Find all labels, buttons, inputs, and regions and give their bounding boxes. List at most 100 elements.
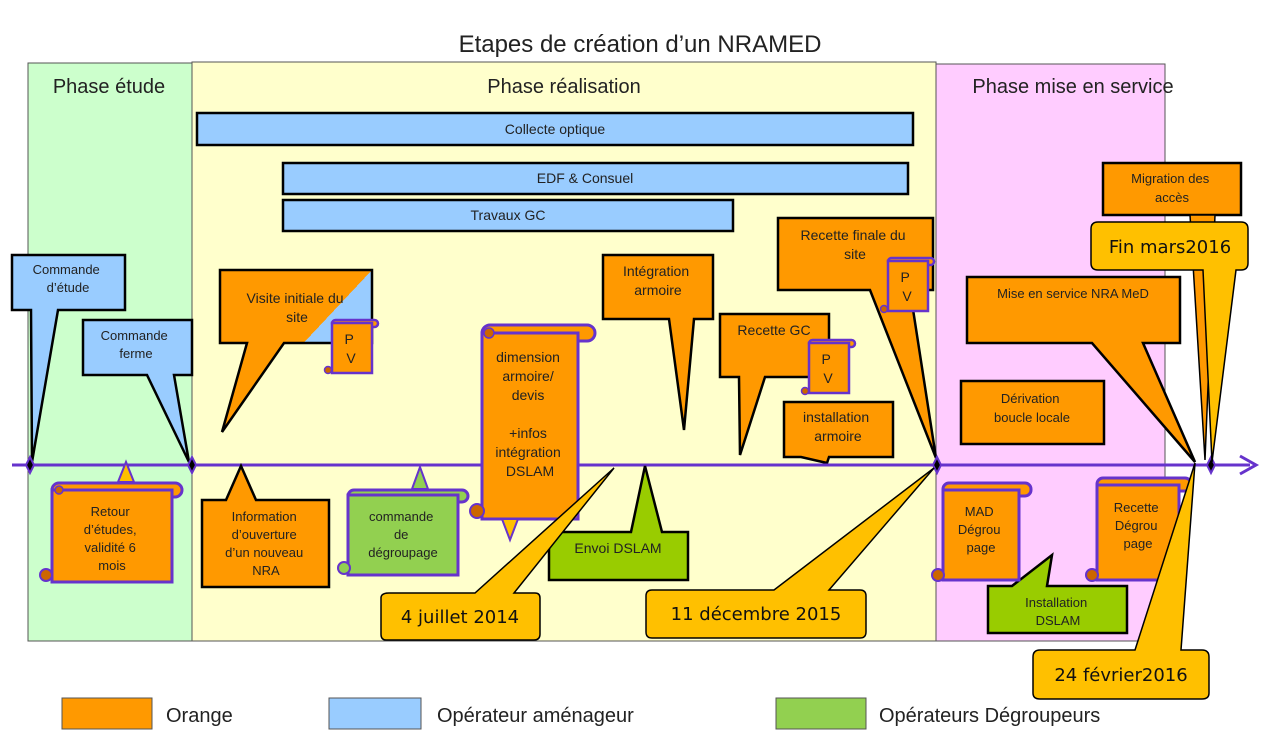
callout-line: DSLAM — [1036, 613, 1081, 628]
callout-line: boucle locale — [994, 410, 1070, 425]
svg-text:Commande d’étude: Commande d’étude — [33, 262, 104, 295]
callout-line: Installation — [1025, 595, 1087, 610]
callout-line: armoire — [634, 282, 682, 298]
svg-text:P V: P V — [345, 331, 358, 366]
callout-line: Envoi DSLAM — [574, 540, 661, 556]
pv-badge-recette-finale: P V — [879, 256, 936, 314]
callout-line: Visite initiale du — [247, 290, 344, 306]
callout-line: d’un nouveau — [225, 545, 303, 560]
callout-line: Commande — [101, 328, 168, 343]
bar-edf-consuel: EDF & Consuel — [281, 161, 910, 196]
svg-text:Intégration armoire: Intégration armoire — [623, 263, 693, 298]
milestone-diamond — [186, 454, 198, 476]
callout-line: site — [286, 309, 308, 325]
callout-commande-ferme: Commande ferme — [81, 318, 194, 463]
scroll-line: validité 6 — [85, 540, 136, 555]
svg-text:dimension armoire/: dimension armoire/ devis +infos intégrat… — [495, 349, 564, 479]
scroll-line: devis — [512, 387, 545, 403]
scroll-line: dégroupage — [368, 545, 437, 560]
callout-line: Migration des — [1131, 171, 1210, 186]
svg-text:MAD Dégrou page: MAD Dégrou page — [958, 504, 1004, 555]
callout-line: site — [844, 246, 866, 262]
pv-letter: P — [345, 331, 354, 347]
scroll-mad-degroupage: MAD Dégrou page — [931, 481, 1033, 582]
date-label: 4 juillet 2014 — [401, 607, 519, 628]
callout-mise-en-service: Mise en service NRA MeD — [965, 275, 1197, 463]
bar-label: EDF & Consuel — [537, 170, 633, 186]
phase-etude-label: Phase étude — [53, 76, 165, 98]
scroll-line: Dégrou — [958, 522, 1001, 537]
scroll-line: page — [967, 540, 996, 555]
milestone-diamond — [931, 454, 943, 476]
scroll-line: mois — [98, 558, 126, 573]
svg-text:Recette Dégrou pag: Recette Dégrou page — [1114, 500, 1162, 551]
bar-label: Collecte optique — [505, 121, 606, 137]
date-label: 11 décembre 2015 — [671, 604, 842, 625]
callout-recette-gc: Recette GC — [718, 312, 831, 456]
svg-text:installation armoire: installation armoire — [803, 409, 873, 444]
pv-letter: P — [901, 269, 910, 285]
bar-travaux-gc: Travaux GC — [281, 198, 735, 233]
callout-line: d’ouverture — [232, 527, 297, 542]
pv-badge-recette-gc: P V — [800, 338, 857, 396]
legend-item-operateurs-degroupeurs: Opérateurs Dégroupeurs — [775, 697, 1100, 730]
timeline-axis — [12, 454, 1260, 476]
milestone-diamond — [24, 454, 36, 476]
svg-text:Installation DSLAM: Installation DSLAM — [1025, 595, 1091, 628]
scroll-line: MAD — [965, 504, 994, 519]
callout-line: Recette finale du — [801, 227, 906, 243]
callout-integration-armoire: Intégration armoire — [601, 253, 715, 431]
legend-item-orange: Orange — [61, 697, 233, 730]
scroll-line: +infos — [509, 425, 547, 441]
pv-badge-visite: P V — [323, 318, 380, 375]
callout-visite-initiale: Visite initiale du site — [218, 268, 374, 433]
date-label: 24 février2016 — [1054, 665, 1187, 686]
scroll-line: Recette — [1114, 500, 1159, 515]
scroll-line: intégration — [495, 444, 560, 460]
milestone-diamond — [1205, 454, 1217, 476]
svg-text:commande de dégrou: commande de dégroupage — [368, 509, 437, 560]
diagram-title: Etapes de création d’un NRAMED — [459, 31, 822, 58]
callout-line: installation — [803, 409, 869, 425]
date-callout-24-fevrier-2016: 24 février2016 — [1032, 462, 1210, 700]
callout-line: d’étude — [47, 280, 90, 295]
scroll-dimension-armoire: dimension armoire/ devis +infos intégrat… — [469, 323, 597, 543]
callout-line: ferme — [119, 346, 152, 361]
phase-mise-en-service-label: Phase mise en service — [972, 76, 1173, 98]
svg-text:Recette finale du site: Recette finale du site — [801, 227, 910, 262]
legend-label: Opérateur aménageur — [437, 705, 634, 727]
callout-line: Recette GC — [737, 322, 810, 338]
phase-realisation-label: Phase réalisation — [487, 76, 640, 98]
callout-line: NRA — [252, 563, 280, 578]
svg-text:Information d’ouverture: Information d’ouverture d’un nouveau NRA — [225, 509, 307, 578]
scroll-line: d’études, — [84, 522, 137, 537]
callout-derivation-boucle-locale: Dérivation boucle locale — [959, 379, 1106, 446]
callout-line: Commande — [33, 262, 100, 277]
scroll-line: commande — [369, 509, 433, 524]
bar-collecte-optique: Collecte optique — [195, 111, 915, 147]
legend-item-operateur-amenageur: Opérateur aménageur — [328, 697, 634, 730]
callout-line: Mise en service NRA MeD — [997, 286, 1149, 301]
callout-installation-armoire: installation armoire — [782, 400, 895, 465]
scroll-line: DSLAM — [506, 463, 554, 479]
callout-commande-etude: Commande d’étude — [10, 253, 127, 463]
callout-line: Dérivation — [1001, 391, 1060, 406]
scroll-line: de — [394, 527, 408, 542]
date-callout-4-juillet-2014: 4 juillet 2014 — [380, 467, 615, 641]
callout-line: accès — [1155, 190, 1189, 205]
scroll-retour-etudes: Retour d’études, validité 6 mois — [39, 459, 184, 584]
svg-text:Dérivation boucle locale: Dérivation boucle locale — [994, 391, 1070, 425]
pv-letter: P — [822, 351, 831, 367]
svg-text:Migration des accès: Migration des accès — [1131, 171, 1213, 205]
scroll-line: Dégrou — [1115, 518, 1158, 533]
svg-text:P V: P V — [901, 269, 914, 304]
scroll-commande-degroupage: commande de dégroupage — [337, 464, 470, 577]
pv-letter: V — [823, 370, 833, 386]
callout-information-ouverture: Information d’ouverture d’un nouveau NRA — [200, 462, 331, 589]
scroll-line: dimension — [496, 349, 560, 365]
svg-text:Commande ferme: Commande ferme — [101, 328, 172, 361]
callout-line: armoire — [814, 428, 862, 444]
svg-text:P V: P V — [822, 351, 835, 386]
pv-letter: V — [346, 350, 356, 366]
